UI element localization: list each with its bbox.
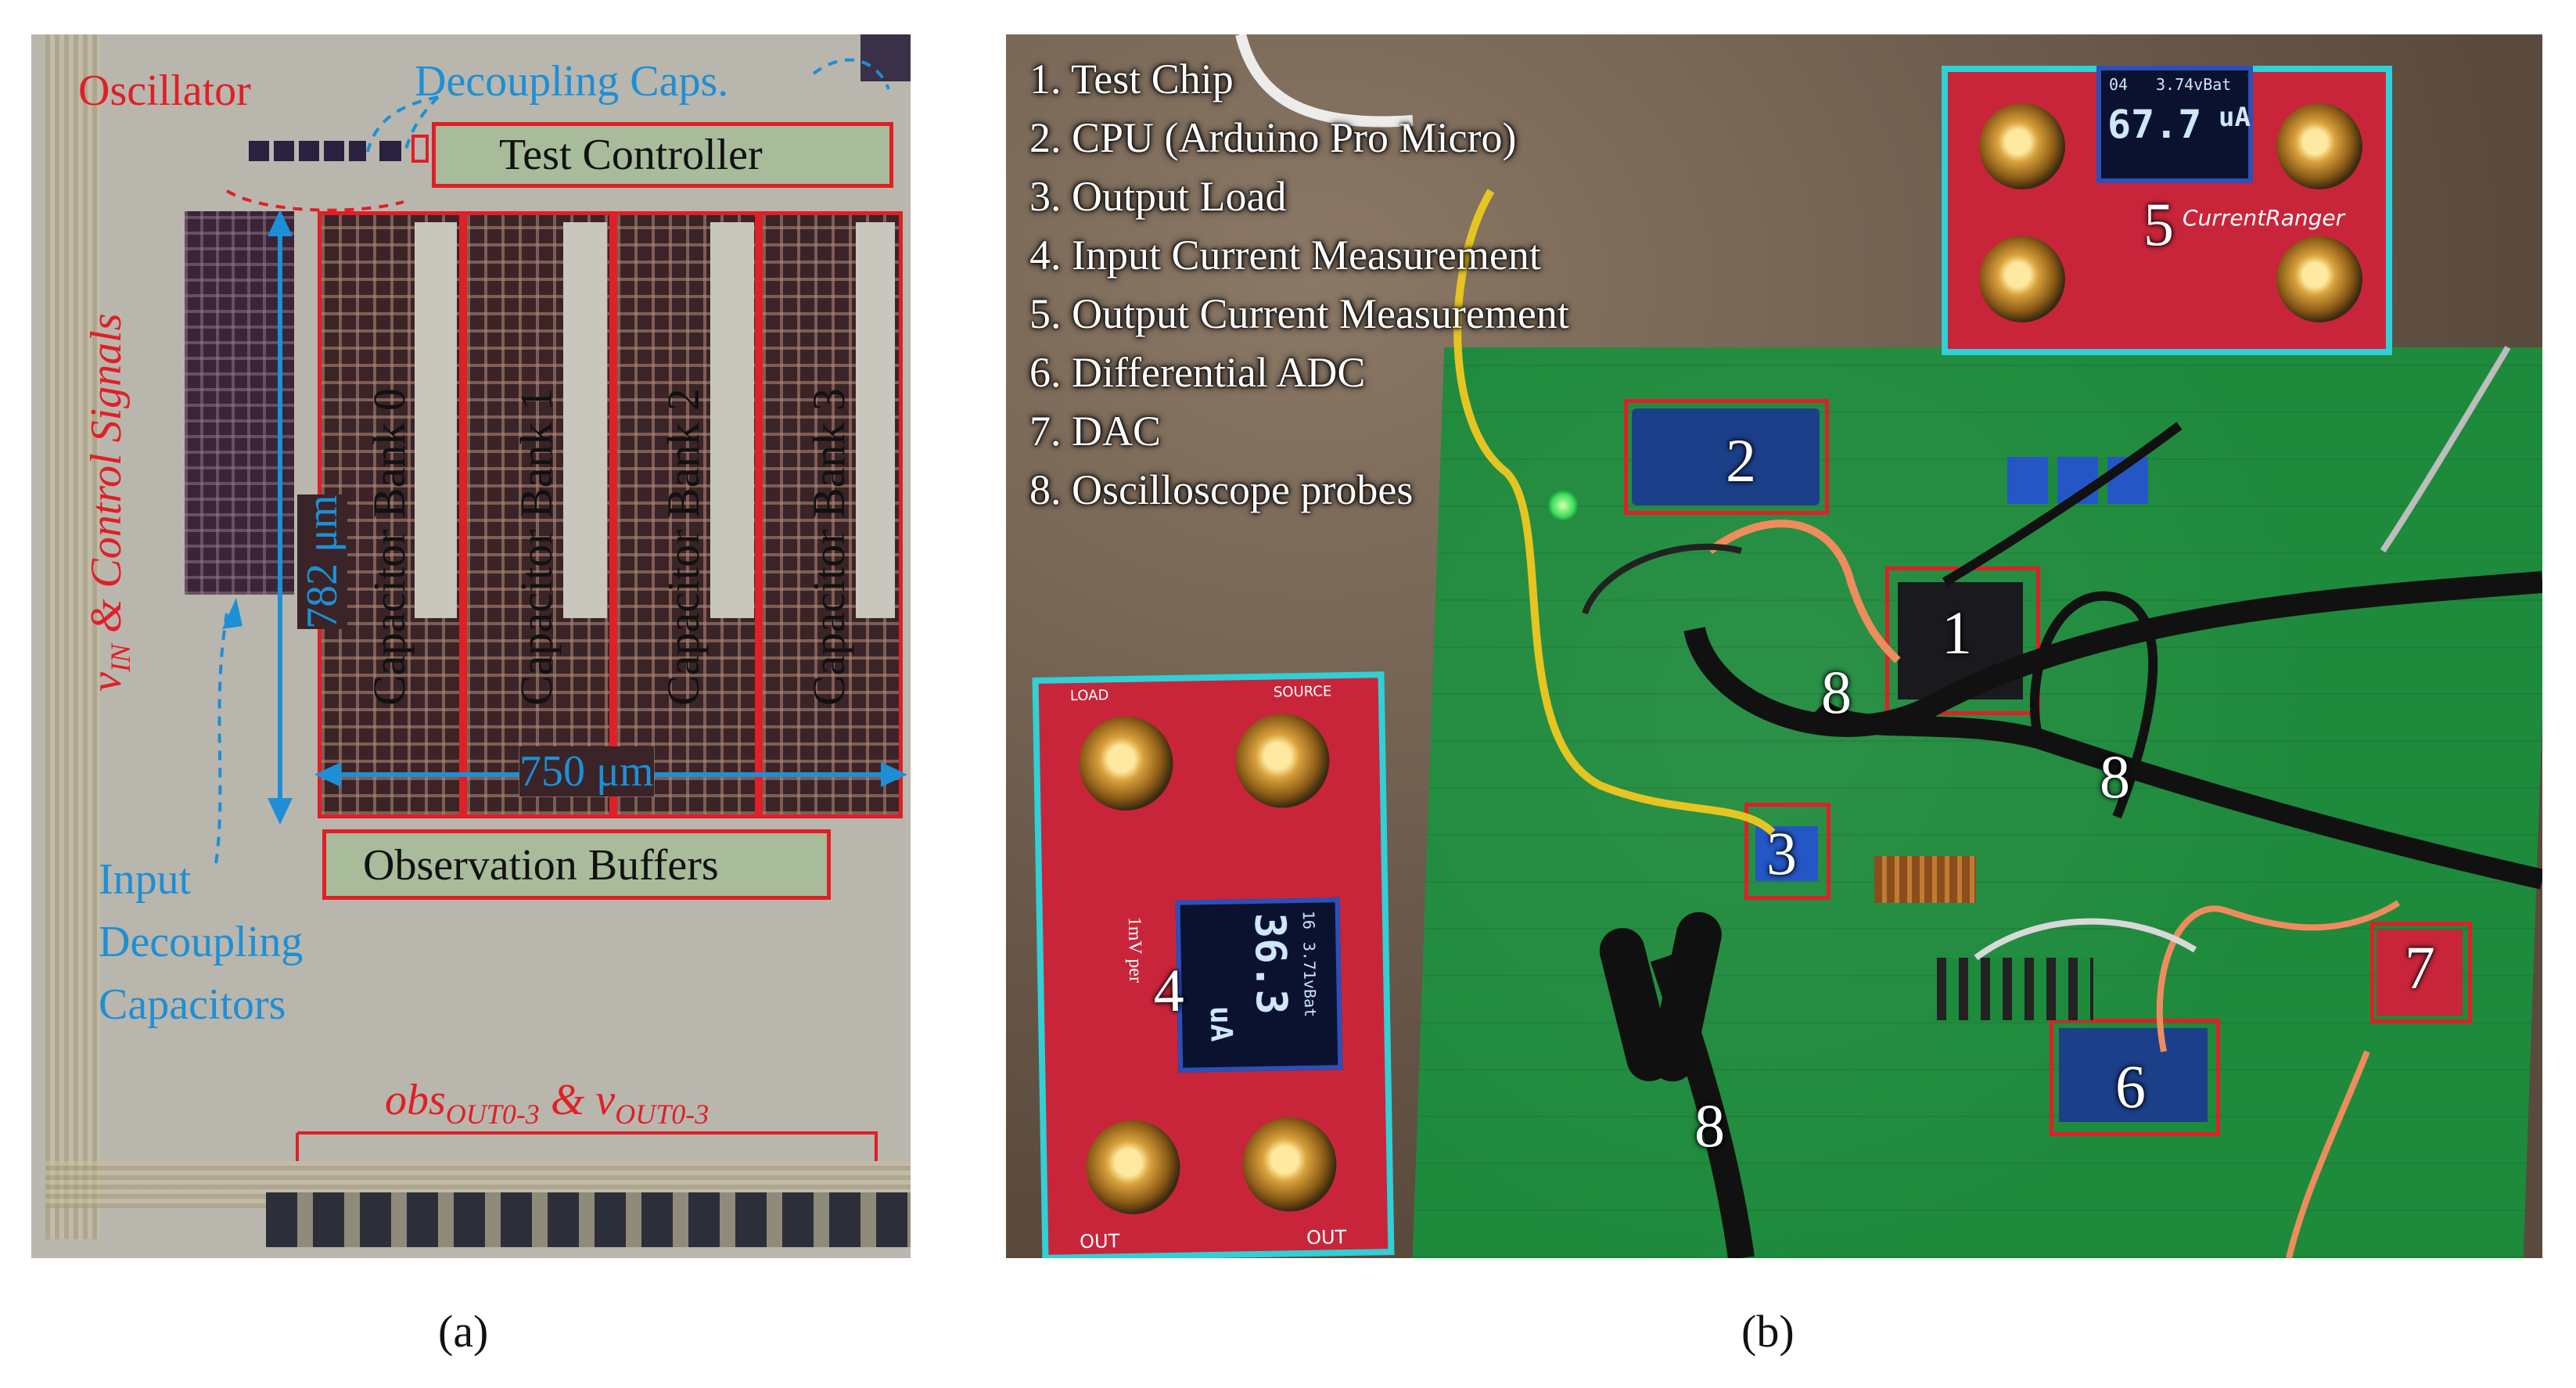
bank-gap-1	[563, 222, 607, 618]
input-decoupling-label-3: Capacitors	[99, 980, 286, 1029]
silk-out-right: OUT	[1306, 1226, 1347, 1249]
observation-buffers-box	[322, 829, 831, 900]
legend-item-8: 8. Oscilloscope probes	[1029, 466, 1414, 513]
adc-module	[2059, 1028, 2208, 1122]
current-ranger-brand: CurrentRanger	[2183, 205, 2345, 231]
input-decoupling-label-1: Input	[99, 855, 192, 904]
marker-6: 6	[2115, 1052, 2146, 1120]
output-load-pot	[1755, 826, 1818, 881]
terminal-in-br	[1241, 1117, 1338, 1213]
bond-pads-row	[266, 1192, 911, 1247]
output-current-ranger: 04 3.74vBat 67.7 uA CurrentRanger 5	[1942, 66, 2392, 355]
oled-top-value: 67.7	[2107, 102, 2202, 147]
silk-load: LOAD	[1069, 687, 1109, 705]
caption-b: (b)	[1741, 1306, 1795, 1357]
pad-ring-left	[45, 34, 100, 1239]
legend-item-4: 4. Input Current Measurement	[1029, 232, 1541, 279]
marker-8-chip: 8	[1821, 658, 1852, 726]
vin-symbol: v	[82, 672, 131, 692]
control-signals-text: & Control Signals	[82, 313, 131, 645]
marker-5: 5	[2143, 190, 2174, 258]
obs-vout-label: obsOUT0-3 & vOUT0-3	[385, 1075, 709, 1131]
obs-symbol: obs	[385, 1076, 446, 1124]
caption-a: (a)	[438, 1306, 489, 1357]
terminal-bl	[1979, 236, 2065, 322]
legend-item-1: 1. Test Chip	[1029, 56, 1234, 102]
arduino-pro-micro	[1632, 408, 1820, 505]
inductor-array	[1874, 856, 1976, 903]
decoupling-caps-label: Decoupling Caps.	[415, 57, 729, 106]
terminal-in-tl	[1078, 715, 1174, 811]
input-current-ranger: 16 3.71vBat 36.3 uA 1mV per OUT OUT LOAD…	[1032, 671, 1395, 1258]
height-dimension-label: 782 μm	[297, 494, 347, 629]
silk-range-note: 1mV per	[1123, 916, 1146, 983]
and-vout-text: & v	[539, 1076, 616, 1124]
oled-left-value: 36.3	[1245, 912, 1297, 1016]
oled-display-left: 16 3.71vBat 36.3 uA	[1175, 897, 1343, 1073]
bank-gap-3	[856, 222, 895, 618]
test-controller-label: Test Controller	[499, 131, 763, 179]
legend: 1. Test Chip 2. CPU (Arduino Pro Micro) …	[1029, 50, 1569, 520]
legend-item-5: 5. Output Current Measurement	[1029, 290, 1569, 337]
legend-item-6: 6. Differential ADC	[1029, 349, 1366, 396]
pad-ring-right-top	[860, 34, 911, 81]
oled-top-header-right: 3.74vBat	[2156, 75, 2232, 94]
legend-item-2: 2. CPU (Arduino Pro Micro)	[1029, 114, 1517, 161]
test-controller-box	[432, 122, 893, 188]
die-micrograph-panel: Oscillator Decoupling Caps. Test Control…	[31, 34, 911, 1258]
vin-control-signals-label: vIN & Control Signals	[81, 313, 137, 692]
terminal-tr	[2276, 103, 2362, 189]
oled-left-header-right: 3.71vBat	[1299, 941, 1320, 1018]
input-decoupling-label-2: Decoupling	[99, 918, 304, 966]
adc-box	[2050, 1019, 2220, 1136]
marker-4: 4	[1152, 955, 1185, 1025]
decoupling-cap-small	[379, 141, 401, 161]
silk-out-left: OUT	[1079, 1230, 1120, 1253]
oscillator-label: Oscillator	[78, 67, 251, 115]
terminal-tl	[1979, 103, 2065, 189]
oled-left-header-left: 16	[1299, 910, 1319, 930]
bank-gap-0	[415, 222, 457, 618]
green-led-glow	[1547, 490, 1579, 521]
width-dimension-label: 750 μm	[519, 746, 654, 796]
marker-7: 7	[2405, 933, 2435, 1001]
marker-8-right: 8	[2100, 743, 2130, 811]
oled-left-unit: uA	[1203, 1005, 1239, 1042]
legend-item-3: 3. Output Load	[1029, 173, 1287, 220]
output-load-box	[1744, 803, 1831, 900]
obs-subscript: OUT0-3	[445, 1099, 540, 1131]
terminal-in-bl	[1085, 1119, 1181, 1215]
marker-8-bottom: 8	[1694, 1091, 1725, 1160]
observation-buffers-label: Observation Buffers	[363, 841, 719, 890]
terminal-in-tr	[1234, 713, 1331, 809]
vin-subscript: IN	[105, 644, 137, 673]
oled-top-unit: uA	[2219, 102, 2251, 133]
silk-source: SOURCE	[1273, 683, 1332, 701]
oled-display-top: 04 3.74vBat 67.7 uA	[2096, 66, 2253, 183]
dac-module	[2377, 930, 2463, 1016]
dac-box	[2370, 922, 2472, 1023]
vout-subscript: OUT0-3	[615, 1099, 710, 1131]
header-pins	[1937, 958, 2093, 1020]
cpu-box	[1624, 399, 1829, 515]
terminal-br	[2276, 236, 2362, 322]
oscillator-box	[411, 135, 429, 163]
legend-item-7: 7. DAC	[1029, 408, 1162, 455]
marker-1: 1	[1942, 599, 1972, 667]
test-board-photo-panel: 1 2 3 6 7 8 8 8	[1006, 34, 2542, 1258]
input-decoupling-array	[185, 211, 294, 595]
marker-2: 2	[1726, 426, 1756, 494]
bank-gap-2	[710, 222, 754, 618]
oled-top-header-left: 04	[2109, 75, 2129, 94]
decoupling-caps-block	[249, 141, 366, 161]
